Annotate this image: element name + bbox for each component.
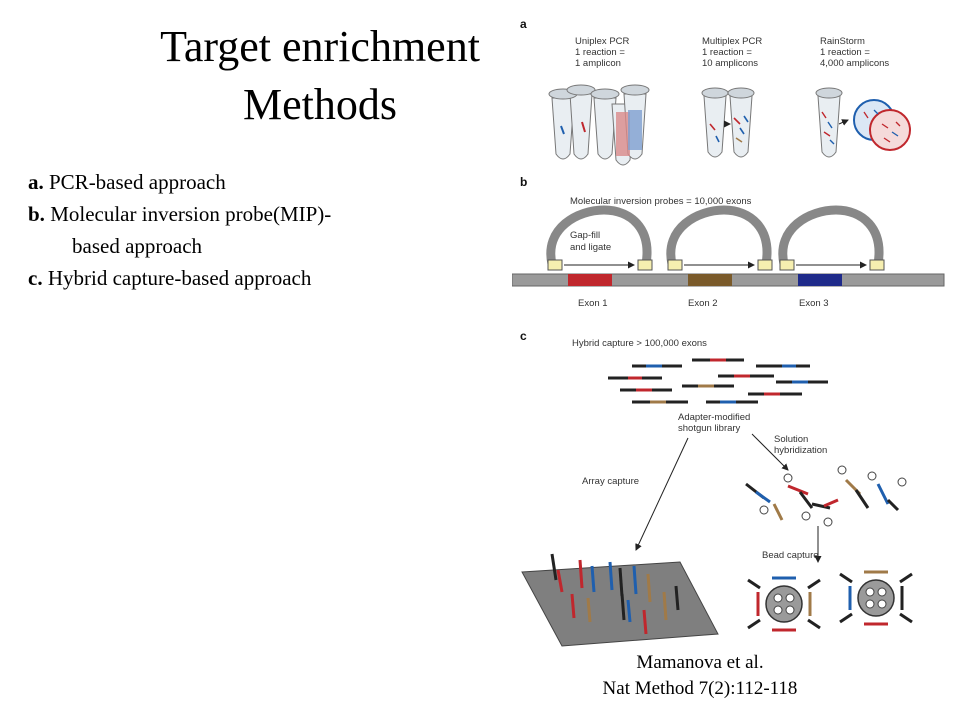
slide-title: Target enrichment Methods xyxy=(110,18,530,134)
rainstorm-contents xyxy=(821,111,835,145)
svg-text:RainStorm: RainStorm xyxy=(820,36,865,47)
arrow-to-array xyxy=(635,437,689,551)
citation-authors: Mamanova et al. xyxy=(636,652,764,673)
multiplex-tubes xyxy=(701,87,755,158)
method-letter: c. xyxy=(28,266,43,290)
multiplex-contents xyxy=(709,115,749,143)
bead-capture-label: Bead capture xyxy=(762,550,819,561)
mip-loops xyxy=(546,205,884,265)
solution-label-2: hybridization xyxy=(774,445,827,456)
exon-2-label: Exon 2 xyxy=(688,298,718,309)
probe-arms xyxy=(547,259,885,271)
panel-a-letter: a xyxy=(520,17,527,31)
panel-a: a Uniplex PCR 1 reaction = 1 amplicon Mu… xyxy=(520,17,911,166)
panel-b: b Molecular inversion probes = 10,000 ex… xyxy=(512,175,945,309)
svg-text:Uniplex PCR: Uniplex PCR xyxy=(575,36,630,47)
citation: Mamanova et al. Nat Method 7(2):112-118 xyxy=(560,650,840,702)
svg-text:1 amplicon: 1 amplicon xyxy=(575,58,621,69)
method-item-b-continued: based approach xyxy=(72,234,203,258)
exon-1-label: Exon 1 xyxy=(578,298,608,309)
title-line-1: Target enrichment xyxy=(160,22,480,71)
panel-b-title: Molecular inversion probes = 10,000 exon… xyxy=(570,196,752,207)
panel-c-title: Hybrid capture > 100,000 exons xyxy=(572,338,707,349)
target-enrichment-figure: a Uniplex PCR 1 reaction = 1 amplicon Mu… xyxy=(512,17,945,647)
svg-text:1 reaction =: 1 reaction = xyxy=(575,47,625,58)
multiplex-label: Multiplex PCR 1 reaction = 10 amplicons xyxy=(702,36,762,69)
bead-1 xyxy=(747,576,821,632)
bead-2 xyxy=(839,570,913,626)
droplets xyxy=(853,99,911,151)
array-slide xyxy=(521,561,719,647)
biotin-tags xyxy=(759,465,907,527)
method-letter: b. xyxy=(28,202,45,226)
method-letter: a. xyxy=(28,170,44,194)
svg-text:1 reaction =: 1 reaction = xyxy=(820,47,870,58)
shotgun-fragments xyxy=(608,358,828,404)
array-probes xyxy=(550,553,680,635)
panel-c: c Hybrid capture > 100,000 exons xyxy=(520,329,913,647)
citation-journal: Nat Method 7(2):112-118 xyxy=(602,678,798,699)
gapfill-label-2: and ligate xyxy=(570,242,611,253)
uniplex-label: Uniplex PCR 1 reaction = 1 amplicon xyxy=(575,36,630,69)
array-capture-label: Array capture xyxy=(582,476,639,487)
method-text: Molecular inversion probe(MIP)- xyxy=(44,202,332,226)
svg-text:4,000 amplicons: 4,000 amplicons xyxy=(820,58,889,69)
exon-2 xyxy=(688,274,732,286)
exon-1 xyxy=(568,274,612,286)
method-item-c: c. Hybrid capture-based approach xyxy=(28,262,331,294)
title-line-2: Methods xyxy=(243,80,397,129)
exon-3-label: Exon 3 xyxy=(799,298,829,309)
panel-c-letter: c xyxy=(520,329,527,343)
arrow-to-solution xyxy=(751,433,789,471)
rainstorm-tube xyxy=(815,87,843,158)
method-item-a: a. PCR-based approach xyxy=(28,166,331,198)
methods-list: a. PCR-based approach b. Molecular inver… xyxy=(28,166,331,294)
svg-text:10 amplicons: 10 amplicons xyxy=(702,58,758,69)
capture-beads xyxy=(747,570,913,632)
solution-probes xyxy=(745,478,900,521)
svg-text:1 reaction =: 1 reaction = xyxy=(702,47,752,58)
library-label-1: Adapter-modified xyxy=(678,412,750,423)
method-text: PCR-based approach xyxy=(43,170,226,194)
gapfill-label-1: Gap-fill xyxy=(570,230,600,241)
rainstorm-label: RainStorm 1 reaction = 4,000 amplicons xyxy=(820,36,889,69)
method-item-b: b. Molecular inversion probe(MIP)- xyxy=(28,198,331,230)
svg-text:Multiplex PCR: Multiplex PCR xyxy=(702,36,762,47)
exon-3 xyxy=(798,274,842,286)
uniplex-contents xyxy=(560,110,642,156)
method-text: Hybrid capture-based approach xyxy=(42,266,312,290)
library-label-2: shotgun library xyxy=(678,423,741,434)
solution-label-1: Solution xyxy=(774,434,808,445)
panel-b-letter: b xyxy=(520,175,527,189)
